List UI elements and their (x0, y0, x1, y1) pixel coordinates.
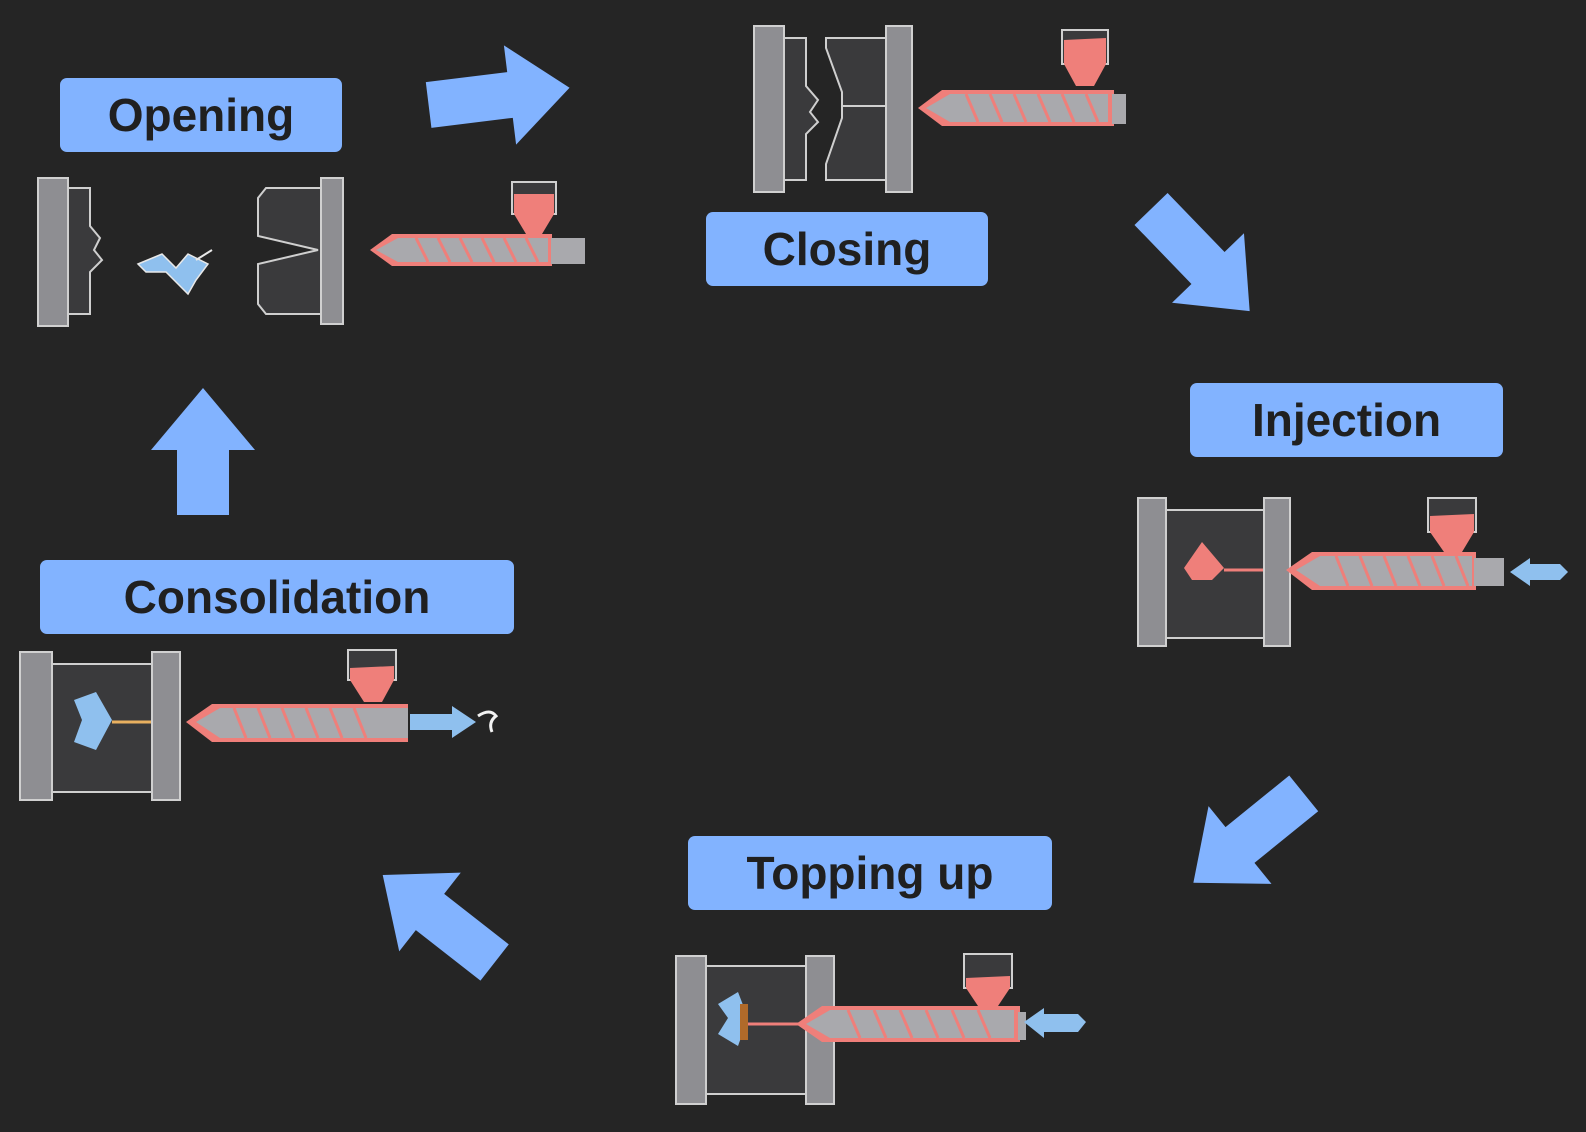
machine-opening (37, 177, 585, 327)
push-arrow-icon (1510, 558, 1568, 586)
hopper-icon (1427, 497, 1477, 552)
step-label-consolidation: Consolidation (40, 560, 514, 634)
machine-injection (1137, 497, 1568, 647)
screw-barrel-icon (918, 90, 1126, 126)
retract-arrow-icon (410, 706, 499, 738)
step-label-opening: Opening (60, 78, 342, 152)
ejected-part-icon (136, 249, 213, 296)
mold-closed-icon (1137, 497, 1291, 647)
push-arrow-icon (1024, 1008, 1086, 1038)
hopper-icon (511, 181, 557, 234)
mold-closed-icon (753, 25, 913, 193)
screw-barrel-icon (370, 234, 585, 266)
hopper-icon (347, 649, 397, 702)
screw-barrel-icon (1286, 552, 1504, 590)
screw-barrel-icon (796, 1006, 1026, 1042)
machine-closing (753, 25, 1126, 193)
machine-consolidation (19, 649, 499, 801)
mold-open-icon (37, 177, 344, 327)
step-label-closing: Closing (706, 212, 988, 286)
screw-barrel-icon (186, 704, 408, 742)
step-label-topping-up: Topping up (688, 836, 1052, 910)
mold-closed-icon (675, 955, 835, 1105)
mold-closed-icon (19, 651, 181, 801)
hopper-icon (1061, 29, 1109, 86)
step-label-injection: Injection (1190, 383, 1503, 457)
hopper-icon (963, 953, 1013, 1006)
machine-topping-up (675, 953, 1086, 1105)
